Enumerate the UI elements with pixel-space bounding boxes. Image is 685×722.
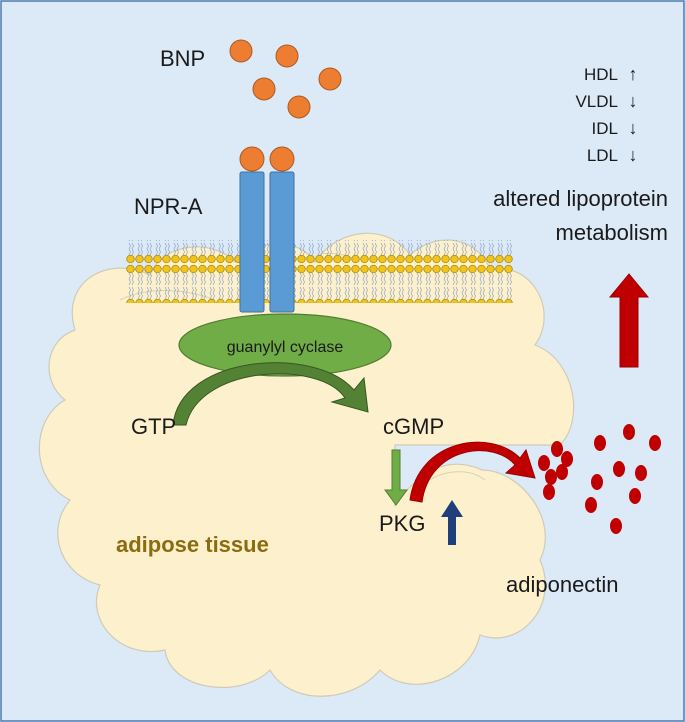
- gtp-label: GTP: [131, 414, 176, 439]
- outcome-label-line1: altered lipoprotein: [493, 186, 668, 211]
- bound-bnp-dot: [239, 146, 265, 172]
- lipoprotein-name: VLDL: [575, 92, 618, 111]
- adiponectin-label: adiponectin: [506, 572, 619, 597]
- lipid-bilayer-membrane: [126, 240, 513, 303]
- lipoprotein-name: IDL: [592, 119, 618, 138]
- cgmp-to-pkg-arrow: [384, 449, 408, 506]
- npr-a-receptor: [239, 146, 295, 313]
- outcome-label-line2: metabolism: [556, 220, 668, 245]
- bnp-ligands: [229, 39, 342, 119]
- cgmp-label: cGMP: [383, 414, 444, 439]
- gtp-to-cgmp-arrow: [172, 362, 369, 426]
- pkg-to-adiponectin-arrow: [409, 441, 536, 503]
- metabolism-up-arrow: [608, 273, 650, 368]
- lipoprotein-arrow: ↓: [629, 118, 638, 138]
- lipoprotein-name: HDL: [584, 65, 618, 84]
- guanylyl-cyclase-enzyme: [178, 313, 392, 377]
- lipoprotein-arrow: ↑: [629, 64, 638, 84]
- adipose-tissue-label: adipose tissue: [116, 532, 269, 557]
- guanylyl-cyclase-label: guanylyl cyclase: [227, 339, 344, 356]
- lipoprotein-arrow: ↓: [629, 91, 638, 111]
- adiponectin-particles: [538, 424, 661, 534]
- lipoprotein-arrow: ↓: [629, 145, 638, 165]
- lipoprotein-name: LDL: [587, 146, 618, 165]
- pkg-label: PKG: [379, 511, 425, 536]
- npr-a-label: NPR-A: [134, 194, 203, 219]
- bnp-label: BNP: [160, 46, 205, 71]
- pkg-up-arrow: [441, 500, 463, 545]
- lipoprotein-list: HDL ↑ VLDL ↓ IDL ↓ LDL ↓: [575, 64, 637, 165]
- bound-bnp-dot: [269, 146, 295, 172]
